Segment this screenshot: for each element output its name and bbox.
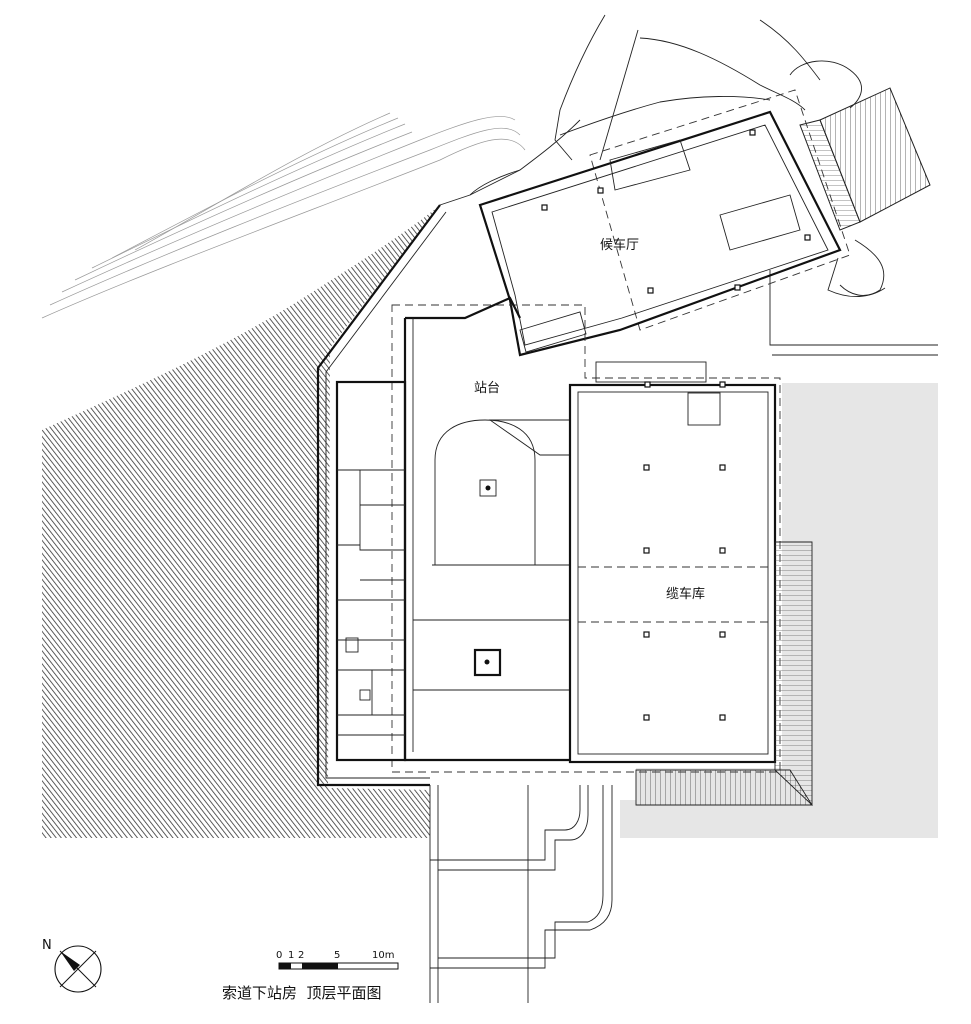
hatched-slope: [42, 205, 440, 838]
terrain-contours: [41, 112, 526, 319]
drawing-title: 索道下站房 顶层平面图: [222, 984, 382, 1002]
waiting-hall-block: [478, 89, 851, 357]
scale-tick-1: 1: [288, 950, 294, 961]
scale-bar-icon: [278, 962, 399, 970]
outer-boundary: [316, 204, 447, 787]
scale-tick-0: 0: [276, 950, 282, 961]
service-rooms: [335, 380, 407, 762]
ground-shade: [620, 383, 938, 838]
scale-tick-10: 10m: [372, 950, 394, 961]
scale-tick-5: 5: [334, 950, 340, 961]
scale-tick-2: 2: [298, 950, 304, 961]
garage-block: [568, 361, 777, 764]
room-label-garage: 缆车库: [666, 586, 705, 602]
right-deck: [635, 541, 813, 807]
platform-walls: [403, 296, 571, 762]
north-arrow-icon: [54, 945, 102, 993]
scale-bar-ticks: 0 1 2 5 10m: [276, 950, 394, 961]
site-outlines: [439, 14, 938, 356]
north-label: N: [42, 938, 52, 953]
entrance-paths: [429, 785, 613, 1003]
station-outline: [391, 304, 781, 773]
room-label-platform: 站台: [474, 381, 500, 396]
room-label-waiting-hall: 候车厅: [600, 237, 639, 253]
exterior-stairs: [799, 87, 931, 231]
